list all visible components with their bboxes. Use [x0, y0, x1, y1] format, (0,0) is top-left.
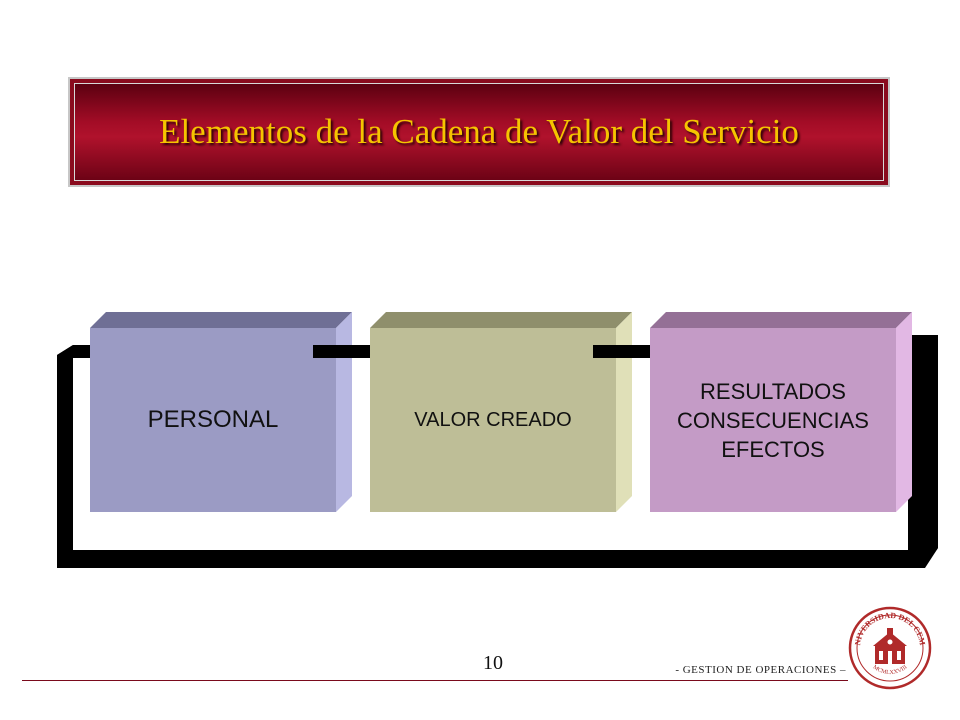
box-resultados-line-3: EFECTOS [721, 436, 825, 462]
box-label-resultados: RESULTADOS CONSECUENCIAS EFECTOS [650, 328, 896, 512]
box-label-personal: PERSONAL [90, 328, 336, 512]
box-valor-creado [370, 312, 632, 512]
svg-text:MCMLXXVIII: MCMLXXVIII [872, 664, 909, 676]
box-resultados [650, 312, 912, 512]
footer-course-label: - GESTION DE OPERACIONES – [675, 664, 846, 676]
box-personal-line: PERSONAL [147, 406, 279, 433]
box-label-valor-creado: VALOR CREADO [370, 328, 616, 512]
footer-divider [22, 680, 848, 681]
box-valor-line: VALOR CREADO [414, 408, 572, 431]
box-personal [90, 312, 352, 512]
title-banner-inner [74, 83, 884, 181]
page-number: 10 [483, 652, 503, 674]
title-banner: Elementos de la Cadena de Valor del Serv… [68, 77, 890, 187]
slide-title: Elementos de la Cadena de Valor del Serv… [159, 112, 799, 151]
box-resultados-line-2: CONSECUENCIAS [677, 407, 869, 433]
university-seal-logo: UNIVERSIDAD DEL CEMA MCMLXXVIII [848, 606, 932, 690]
box-resultados-line-1: RESULTADOS [700, 378, 846, 404]
